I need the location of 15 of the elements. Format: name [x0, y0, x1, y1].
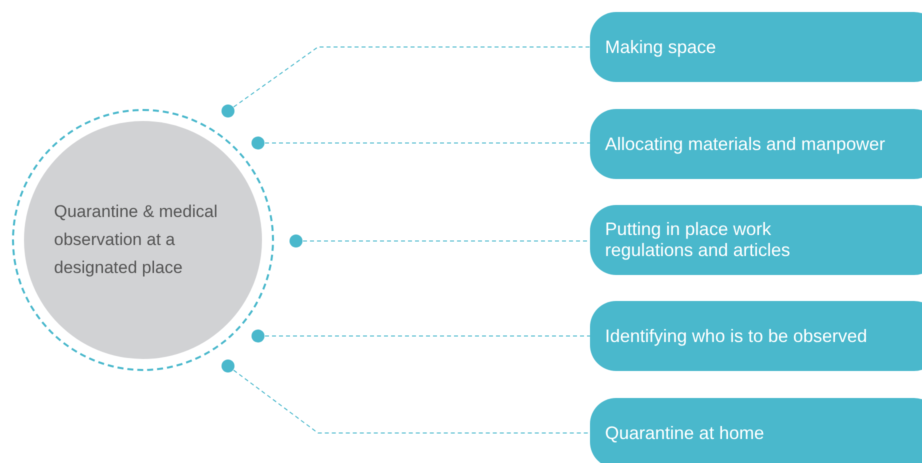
- connector-line: [252, 330, 590, 342]
- step-label: Identifying who is to be observed: [605, 326, 868, 346]
- connector-line: [252, 136, 590, 150]
- step-box: [590, 12, 922, 82]
- step-label: Quarantine at home: [605, 422, 766, 444]
- step-box: [590, 205, 922, 275]
- connector-line: [222, 46, 590, 118]
- circle-label: Quarantine & medical observation at a designated place: [54, 201, 218, 279]
- step-label: Putting in place work regulations and articles: [605, 219, 792, 261]
- step-box: [590, 109, 922, 179]
- connector-line: [222, 360, 590, 434]
- step-box: [590, 301, 922, 371]
- step-box: [590, 398, 922, 463]
- step-label: Allocating materials and manpower: [605, 134, 886, 154]
- step-label: Making space: [605, 36, 718, 58]
